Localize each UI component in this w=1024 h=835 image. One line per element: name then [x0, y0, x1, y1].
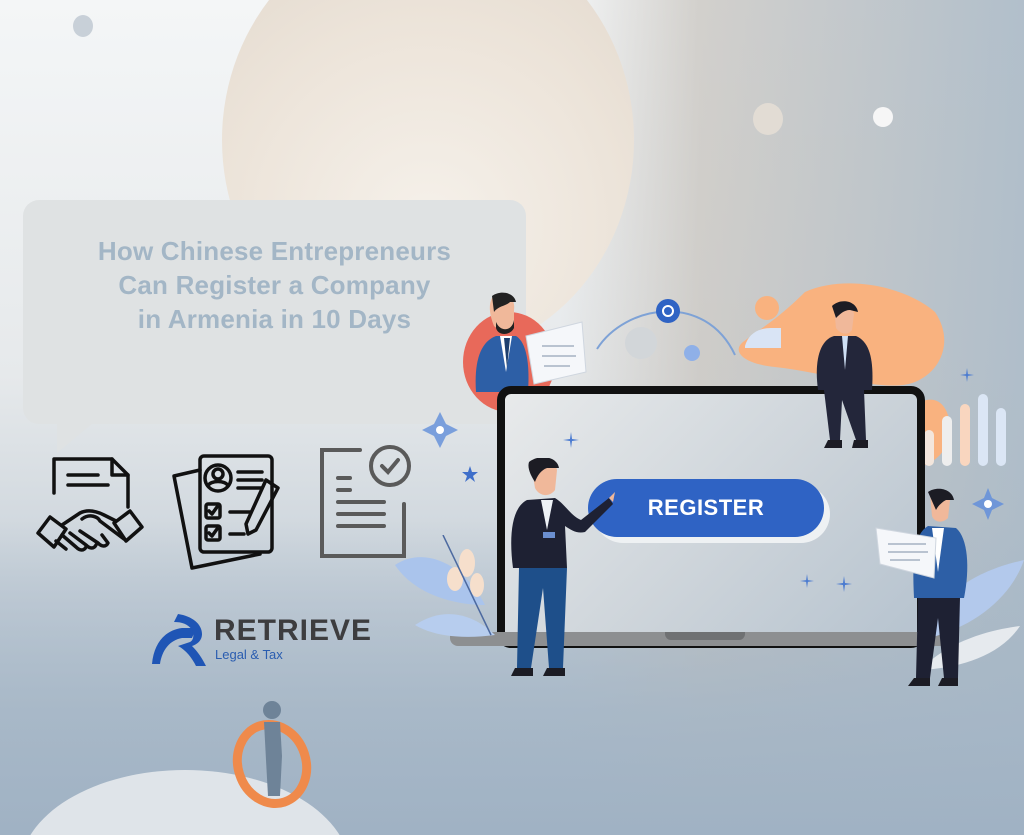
profile-checklist-icon: [170, 450, 300, 575]
man-sitting-illustration: [816, 301, 873, 448]
register-button[interactable]: REGISTER: [588, 479, 824, 537]
orange-blob-decoration: [738, 283, 945, 386]
logo-name: RETRIEVE: [214, 614, 373, 647]
sparkle-icon: [800, 574, 814, 588]
bar-chart-decoration: [910, 394, 1006, 468]
title-line: How Chinese Entrepreneurs: [97, 236, 452, 266]
approved-document-icon: [318, 444, 414, 567]
title-line: Can Register a Company: [118, 269, 431, 300]
flower-decoration-icon: [422, 412, 458, 448]
dot-decoration: [625, 327, 657, 359]
title-line: in Armenia in 10 Days: [137, 303, 412, 334]
speech-bubble-tail: [57, 423, 93, 453]
flower-decoration-icon: [972, 488, 1004, 520]
arc-decoration: [596, 299, 736, 361]
sparkle-icon: [960, 368, 974, 382]
page-title: How Chinese Entrepreneurs Can Register a…: [23, 235, 526, 336]
leaf-decoration: [395, 535, 495, 637]
sparkle-icon: [836, 576, 852, 592]
man-pointing-illustration: [511, 458, 615, 676]
man-reading-document-illustration: [475, 292, 587, 392]
sparkle-icon: [563, 432, 579, 448]
dot-decoration: [753, 103, 783, 135]
dot-decoration: [73, 15, 93, 37]
speech-bubble: [23, 200, 526, 424]
man-holding-document-illustration: [875, 488, 968, 686]
laptop-notch: [665, 632, 745, 640]
dot-decoration: [873, 107, 893, 127]
star-icon: [462, 466, 478, 482]
handshake-contract-icon: [32, 455, 148, 576]
retrieve-logo-mark-icon: [152, 614, 206, 666]
person-with-lifebuoy-illustration: [232, 701, 312, 808]
logo-subtitle: Legal & Tax: [215, 647, 283, 662]
